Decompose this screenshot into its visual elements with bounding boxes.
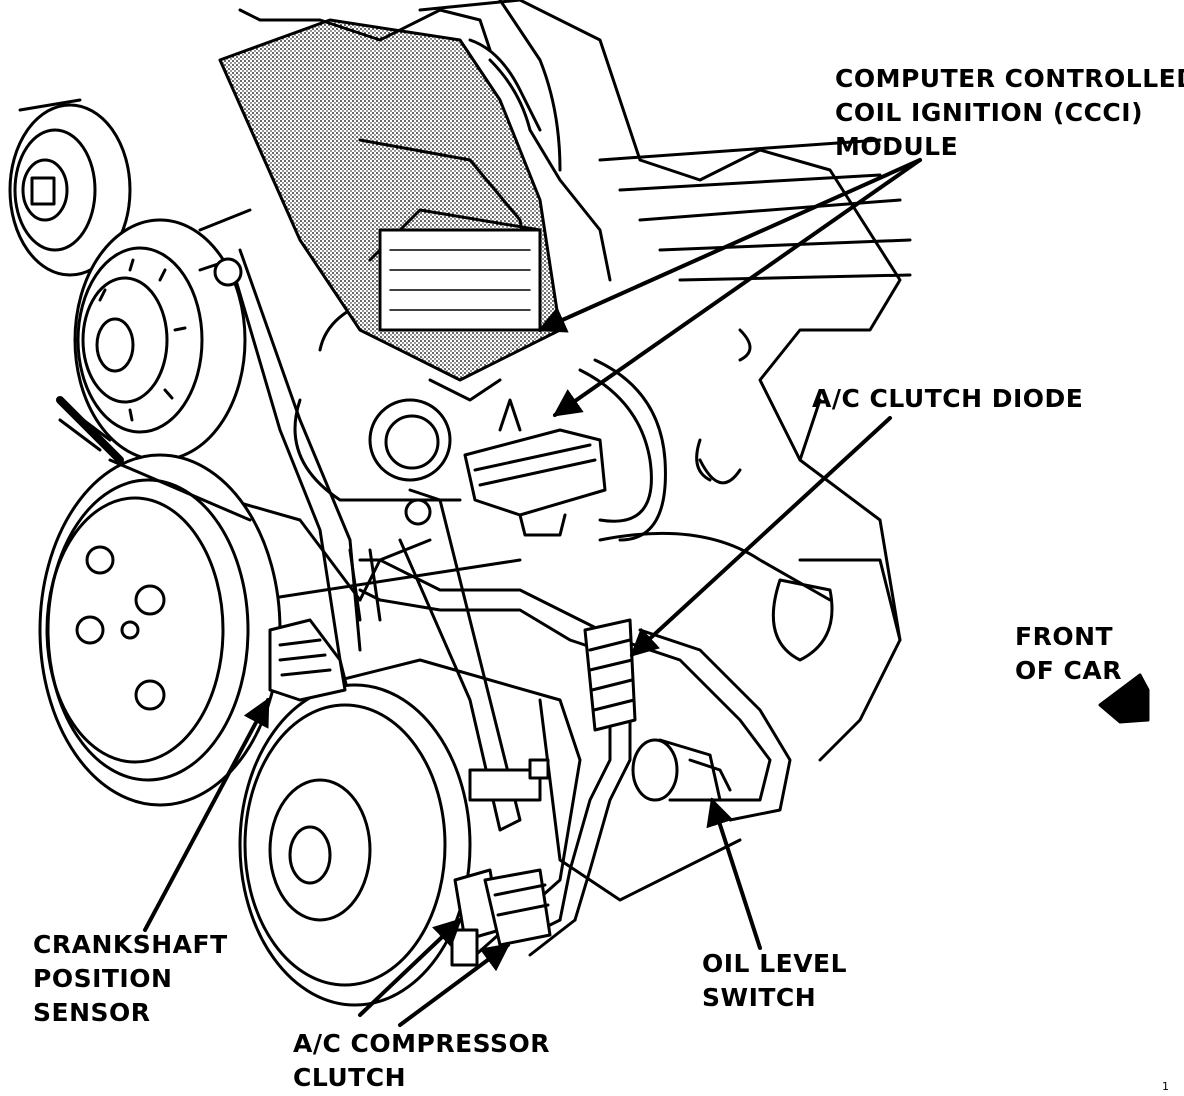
oil-switch-leader bbox=[706, 797, 762, 950]
alternator-pulley bbox=[73, 218, 247, 462]
front-line-2: OF CAR bbox=[1015, 656, 1122, 685]
ccci-line-3: MODULE bbox=[835, 132, 959, 161]
front-line-1: FRONT bbox=[1015, 622, 1114, 651]
crankshaft-sensor-label: CRANKSHAFT POSITION SENSOR bbox=[33, 928, 228, 1030]
ac-clutch-diode-label: A/C CLUTCH DIODE bbox=[812, 382, 1083, 416]
ccci-leader-2 bbox=[552, 158, 922, 417]
oil-level-switch bbox=[631, 738, 732, 802]
oil-level-switch-label: OIL LEVEL SWITCH bbox=[702, 947, 847, 1015]
crank-sensor-leader bbox=[143, 697, 270, 932]
ac-clutch-diode bbox=[583, 618, 637, 732]
module-connector bbox=[463, 398, 607, 537]
crank-line-1: CRANKSHAFT bbox=[33, 930, 228, 959]
oil-line-1: OIL LEVEL bbox=[702, 949, 848, 978]
ccci-line-1: COMPUTER CONTROLLED bbox=[835, 64, 1184, 93]
crank-line-3: SENSOR bbox=[33, 998, 151, 1027]
clutch-line-2: CLUTCH bbox=[293, 1063, 407, 1092]
crankshaft-position-sensor bbox=[268, 618, 347, 702]
wiring-harness bbox=[348, 358, 792, 957]
clutch-leader-2 bbox=[398, 943, 511, 1027]
ac-compressor-clutch-label: A/C COMPRESSOR CLUTCH bbox=[293, 1027, 550, 1095]
oil-line-2: SWITCH bbox=[702, 983, 817, 1012]
crank-line-2: POSITION bbox=[33, 964, 173, 993]
ccci-line-2: COIL IGNITION (CCCI) bbox=[835, 98, 1144, 127]
diode-line-1: A/C CLUTCH DIODE bbox=[812, 384, 1084, 413]
clutch-line-1: A/C COMPRESSOR bbox=[293, 1029, 551, 1058]
engine-block bbox=[228, 0, 912, 902]
clutch-leader-1 bbox=[358, 918, 463, 1017]
diode-leader bbox=[629, 416, 892, 657]
drive-belt bbox=[18, 98, 252, 522]
front-of-car-label: FRONT OF CAR bbox=[1015, 620, 1122, 688]
ccci-module-label: COMPUTER CONTROLLED COIL IGNITION (CCCI)… bbox=[835, 62, 1184, 164]
figure-number: 1 bbox=[1162, 1080, 1169, 1093]
ac-compressor bbox=[238, 658, 582, 1007]
ccci-module bbox=[218, 0, 612, 482]
ccci-leader-1 bbox=[537, 158, 922, 333]
front-of-car-arrow bbox=[1098, 673, 1150, 724]
idler-pulley bbox=[8, 103, 132, 277]
